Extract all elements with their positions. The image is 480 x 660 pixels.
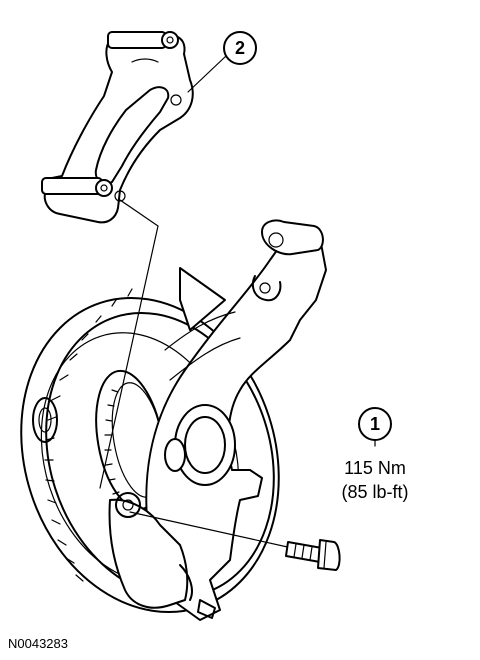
torque-metric: 115 Nm <box>344 458 406 478</box>
leader-lines <box>99 55 376 549</box>
caliper-anchor-bracket <box>41 31 194 224</box>
steering-knuckle <box>108 219 327 621</box>
callout-2-number: 2 <box>235 38 245 58</box>
torque-imperial: (85 lb-ft) <box>341 482 408 502</box>
callout-2: 2 <box>223 31 257 65</box>
callout-1: 1 115 Nm (85 lb-ft) <box>341 407 409 502</box>
mounting-bolt <box>285 539 341 571</box>
figure-id: N0043283 <box>8 636 68 651</box>
callout-1-number: 1 <box>370 414 380 434</box>
dust-shield <box>179 267 226 331</box>
